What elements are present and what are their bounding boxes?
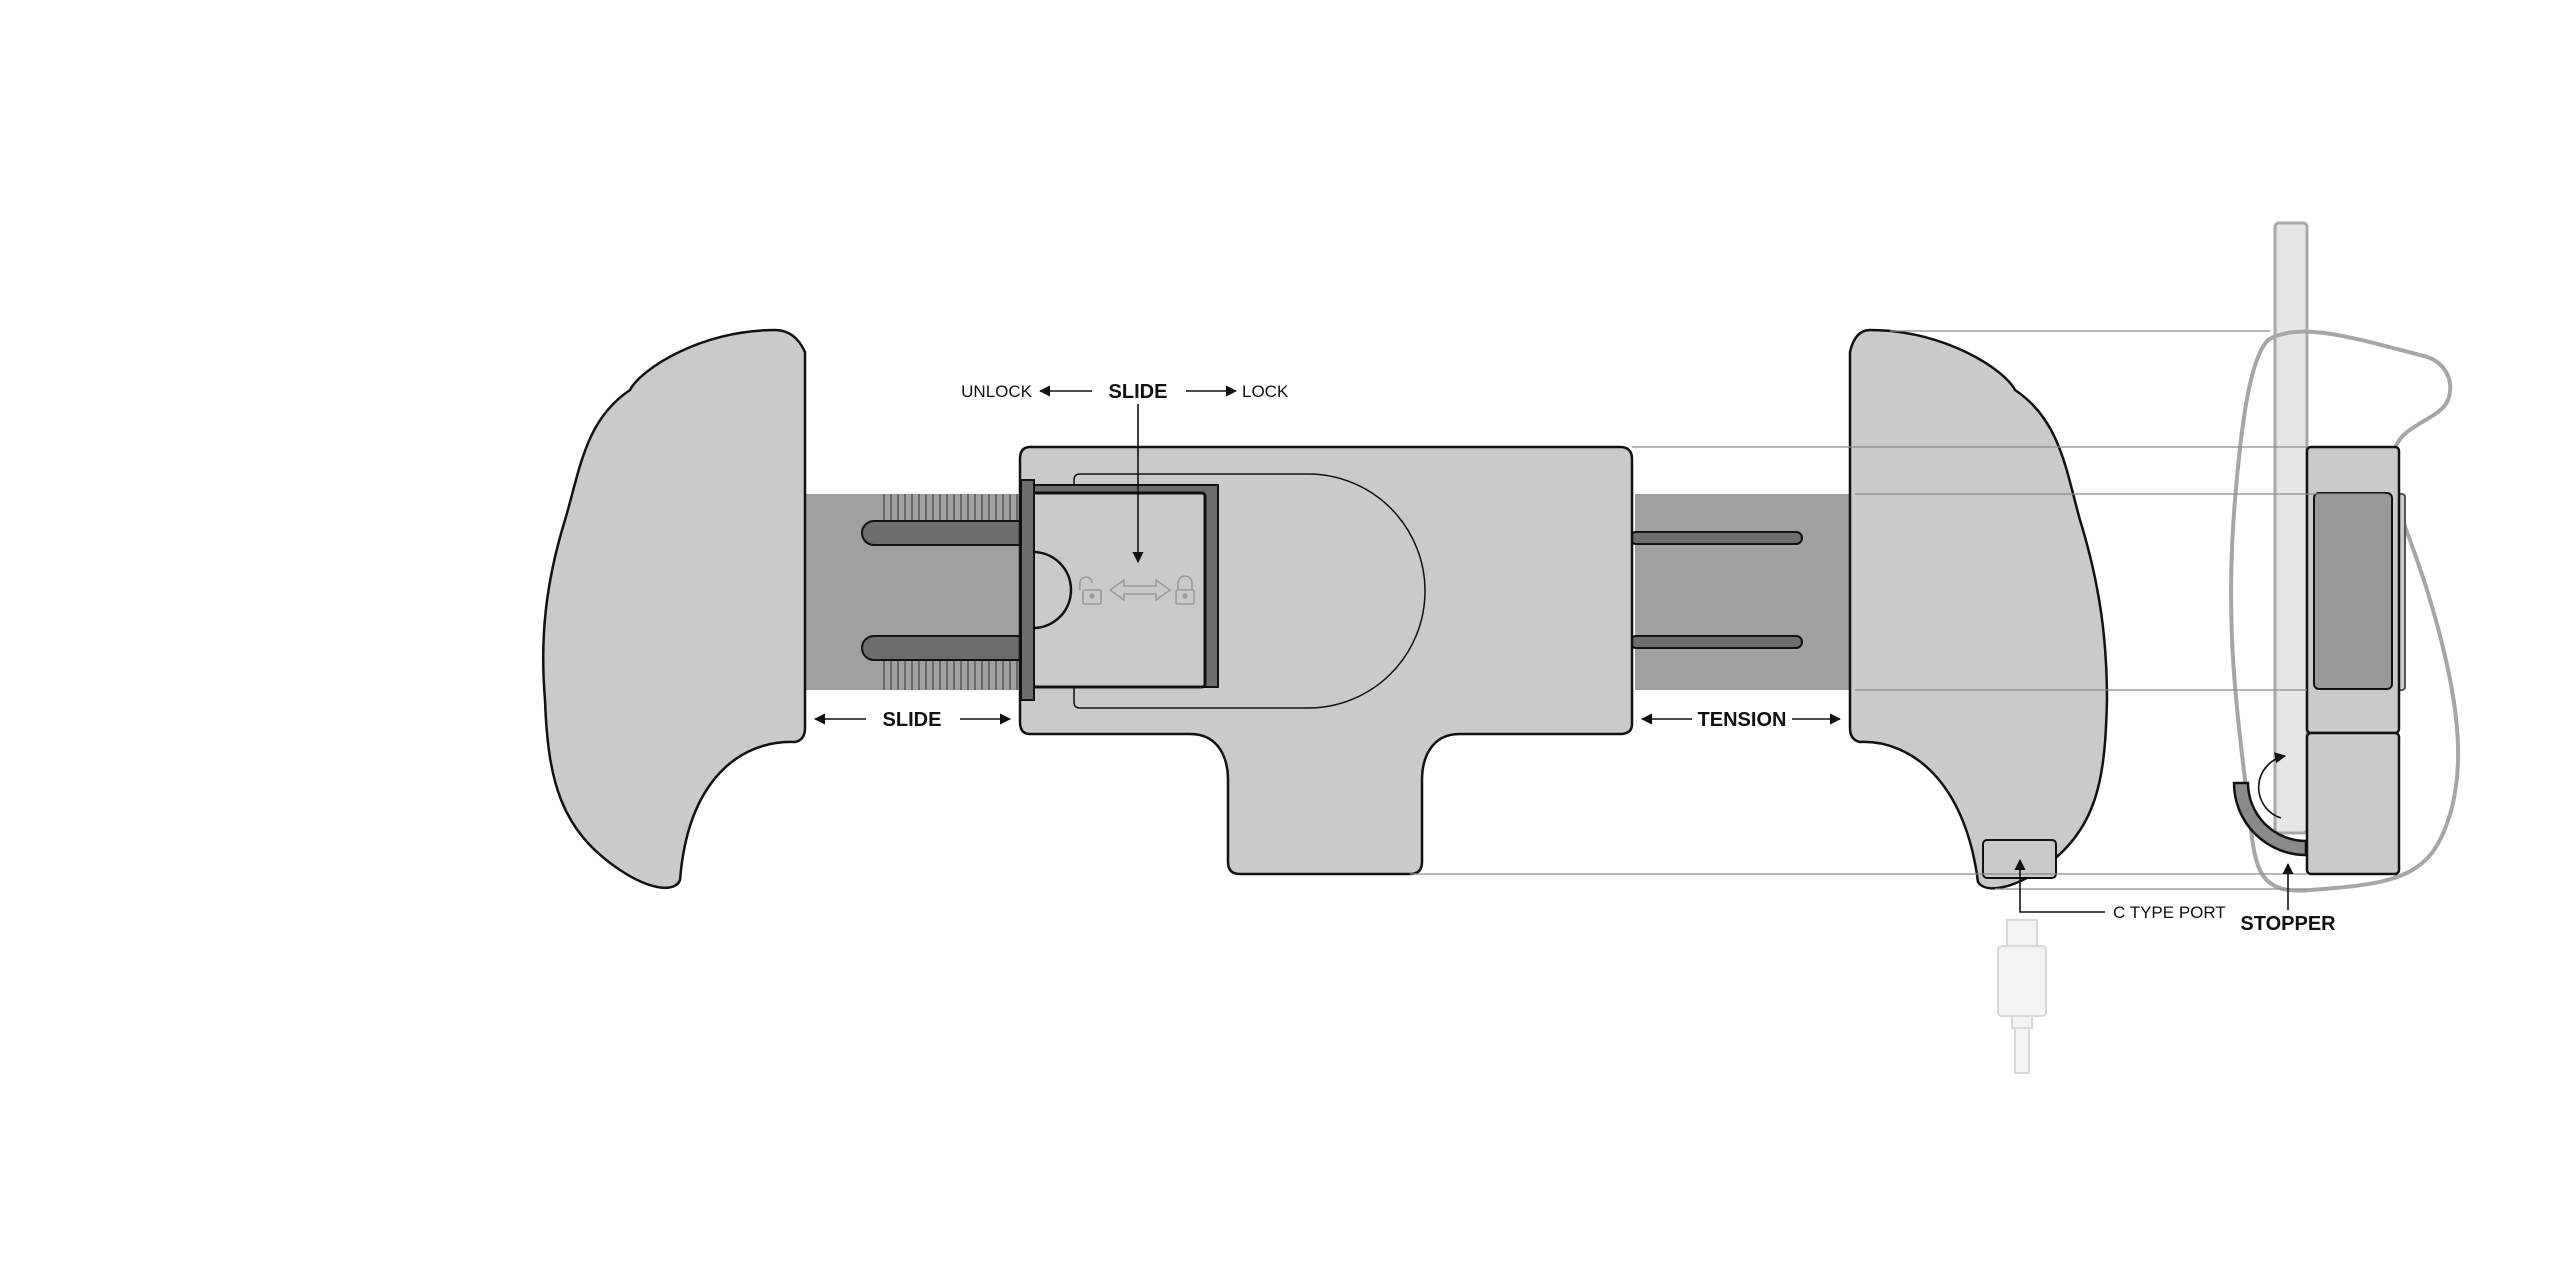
slider-thumb[interactable] — [1031, 550, 1073, 630]
unlock-icon — [1079, 576, 1102, 605]
stopper[interactable] — [2232, 781, 2308, 857]
left-rail-ribs-bottom — [878, 660, 1025, 690]
label-unlock: UNLOCK — [961, 382, 1033, 401]
usb-c-cable — [2014, 1027, 2030, 1074]
right-grip — [1848, 328, 2109, 890]
double-arrow-icon — [1108, 578, 1172, 602]
side-body-bottom — [2305, 731, 2401, 876]
right-slot-top — [1629, 531, 1803, 545]
rotate-arrow-icon — [2257, 752, 2287, 819]
usb-c-plug-body — [1997, 945, 2047, 1017]
label-slide-top: SLIDE — [1109, 381, 1168, 403]
side-inner-pad — [2313, 492, 2393, 690]
right-rail — [1635, 494, 1855, 690]
slider-clamp-bar — [1020, 479, 1035, 701]
phone-side — [2273, 221, 2309, 835]
left-rail-ribs-top — [878, 494, 1025, 524]
label-tension: TENSION — [1698, 709, 1787, 731]
lock-icon — [1175, 575, 1195, 605]
grip-side-ghost — [2228, 329, 2461, 893]
label-c-type-port: C TYPE PORT — [2113, 903, 2226, 922]
usb-c-plug-neck — [2011, 1015, 2033, 1029]
left-grip — [541, 328, 807, 890]
label-stopper: STOPPER — [2240, 913, 2336, 935]
leader-c-type-port — [2014, 858, 2105, 913]
usb-c-plug-tip — [2006, 919, 2038, 947]
left-slot-top — [861, 520, 1031, 546]
lock-channel — [1073, 473, 1426, 709]
right-slot-bottom — [1629, 635, 1803, 649]
label-slide-bottom: SLIDE — [883, 709, 942, 731]
label-lock: LOCK — [1242, 382, 1289, 401]
left-slot-bottom — [861, 635, 1031, 661]
